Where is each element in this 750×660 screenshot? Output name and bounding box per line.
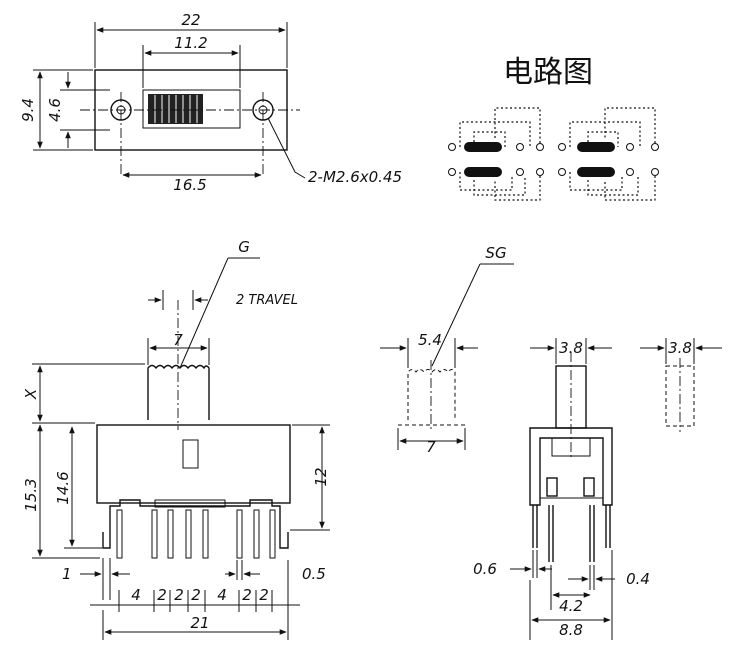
dim-sg-base-width: 7 <box>426 438 436 456</box>
dim-total-width: 21 <box>190 614 209 632</box>
pin-spacing-2: 2 <box>157 586 167 604</box>
actuator <box>147 364 210 420</box>
pin-spacing-7: 2 <box>259 586 269 604</box>
body-window <box>182 439 199 469</box>
dim-pin-offset: 1 <box>62 565 72 583</box>
screw-thread-note: 2-M2.6x0.45 <box>308 168 402 186</box>
dim-pin-width: 0.6 <box>473 560 497 578</box>
dim-alt-actuator-width: 3.8 <box>668 339 692 357</box>
pin-spacing-1: 4 <box>131 586 141 604</box>
terminals <box>116 509 276 559</box>
circuit-title: 电路图 <box>503 55 593 90</box>
travel-note: 2 TRAVEL <box>236 293 298 308</box>
pin-spacing-6: 2 <box>242 586 252 604</box>
sg-view: SG 5.4 7 <box>380 244 514 456</box>
circuit-group-right <box>558 107 659 201</box>
pin-spacing-5: 4 <box>217 586 227 604</box>
dim-top-height: 9.4 <box>19 98 37 122</box>
dim-pin-spacing-side: 4.2 <box>559 597 583 615</box>
circuit-diagram: 电路图 <box>448 55 659 201</box>
dim-actuator-height: X <box>22 388 40 400</box>
dim-total-height: 15.3 <box>22 478 40 511</box>
pin-spacing-4: 2 <box>191 586 201 604</box>
side-frame <box>529 427 613 506</box>
side-view: 3.8 0.6 0.4 4.2 8.8 <box>473 338 650 640</box>
front-view: G 2 TRAVEL 7 X 15.3 14.6 12 <box>22 238 330 640</box>
dim-side-actuator-width: 3.8 <box>559 339 583 357</box>
pin-spacing-dims: 4 2 2 2 4 2 2 <box>90 586 300 612</box>
switch-body <box>96 424 291 504</box>
contact-bar-lower-left <box>464 167 502 177</box>
dim-side-total-width: 8.8 <box>559 621 583 639</box>
top-view: 22 11.2 9.4 4.6 16.5 2-M2.6x0.45 <box>19 11 402 194</box>
dim-hole-pitch: 4.6 <box>46 98 64 122</box>
sg-label: SG <box>485 244 506 262</box>
sg-actuator <box>407 369 456 420</box>
circuit-group-left <box>448 107 544 201</box>
base-frame <box>102 499 289 549</box>
pin-spacing-3: 2 <box>174 586 184 604</box>
dim-pin-thickness: 0.5 <box>302 565 326 583</box>
dim-top-width: 22 <box>181 11 200 29</box>
dim-sg-top-width: 5.4 <box>418 331 442 349</box>
alt-side-view: 3.8 <box>640 338 722 432</box>
top-view-slot <box>142 89 241 129</box>
actuator-label-g: G <box>238 238 250 256</box>
dim-body-height-left: 14.6 <box>54 471 72 504</box>
dim-hole-spacing: 16.5 <box>173 176 206 194</box>
dim-body-height-right: 12 <box>312 467 330 486</box>
contact-bar-upper-left <box>464 142 502 152</box>
contact-bar-upper-right <box>577 142 615 152</box>
dim-pin-offset-side: 0.4 <box>626 570 650 588</box>
contact-bar-lower-right <box>577 167 615 177</box>
dim-slot-width: 11.2 <box>174 34 207 52</box>
dim-actuator-width: 7 <box>173 331 183 349</box>
